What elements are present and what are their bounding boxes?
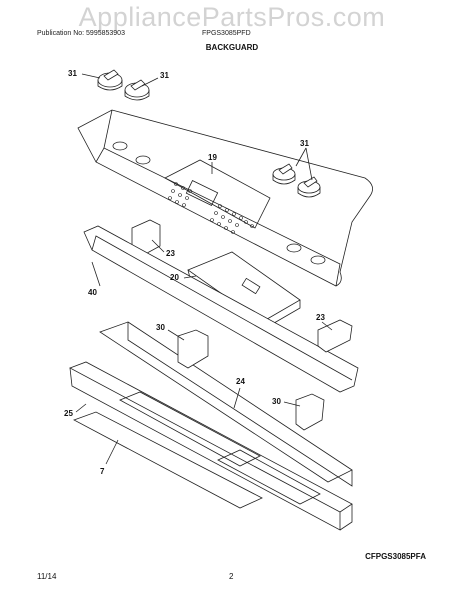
callout-31: 31 (300, 139, 309, 148)
callout-31: 31 (160, 71, 169, 80)
knob-icon[interactable] (124, 79, 150, 101)
callout-40: 40 (88, 288, 97, 297)
footer-date: 11/14 (37, 572, 57, 581)
callout-25: 25 (64, 409, 73, 418)
diagram-code: CFPGS3085PFA (365, 552, 426, 561)
callout-19: 19 (208, 153, 217, 162)
heat-shield[interactable] (73, 411, 263, 509)
bracket[interactable] (317, 319, 353, 353)
control-panel-keypad (164, 159, 271, 229)
callout-30: 30 (156, 323, 165, 332)
callout-30: 30 (272, 397, 281, 406)
callout-31: 31 (68, 69, 77, 78)
clock-display (185, 180, 219, 206)
section-title: BACKGUARD (205, 43, 259, 52)
callout-23: 23 (316, 313, 325, 322)
knob-icon[interactable] (297, 176, 321, 198)
publication-number: Publication No: 5995853903 (37, 30, 125, 37)
callout-23: 23 (166, 249, 175, 258)
knob-icon[interactable] (97, 69, 123, 91)
watermark: AppliancePartsPros.com (78, 2, 386, 32)
bracket[interactable] (177, 329, 209, 369)
page-number: 2 (229, 572, 234, 581)
callout-7: 7 (100, 467, 105, 476)
callout-20: 20 (170, 273, 179, 282)
back-panel[interactable] (69, 361, 353, 531)
model-number: FPGS3085PFD (202, 30, 251, 37)
knob-icon[interactable] (272, 163, 296, 185)
backguard-panel[interactable] (77, 109, 373, 287)
backguard-support[interactable] (99, 321, 353, 487)
callout-24: 24 (236, 377, 245, 386)
bracket[interactable] (295, 393, 325, 431)
